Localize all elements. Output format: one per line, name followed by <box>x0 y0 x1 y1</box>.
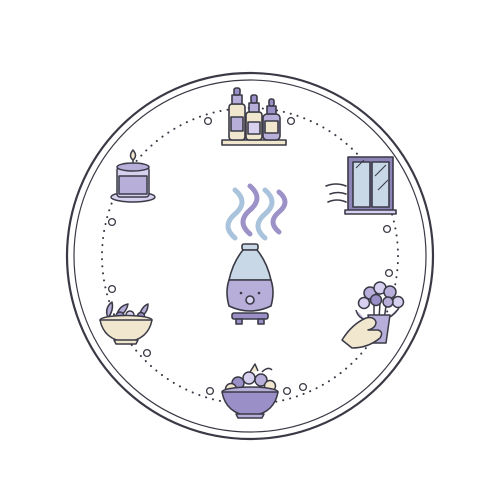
hand-holding-flowers-icon <box>341 281 405 349</box>
scented-candle-icon <box>110 149 156 203</box>
potpourri-bowl-icon <box>221 363 279 419</box>
essential-oil-bottles-icon <box>221 87 287 146</box>
open-window-icon <box>325 156 397 215</box>
outer-ring <box>65 71 435 441</box>
dotted-path-ring <box>101 107 399 405</box>
aroma-diffuser-icon <box>225 183 288 325</box>
herb-bowl-icon <box>99 301 153 345</box>
